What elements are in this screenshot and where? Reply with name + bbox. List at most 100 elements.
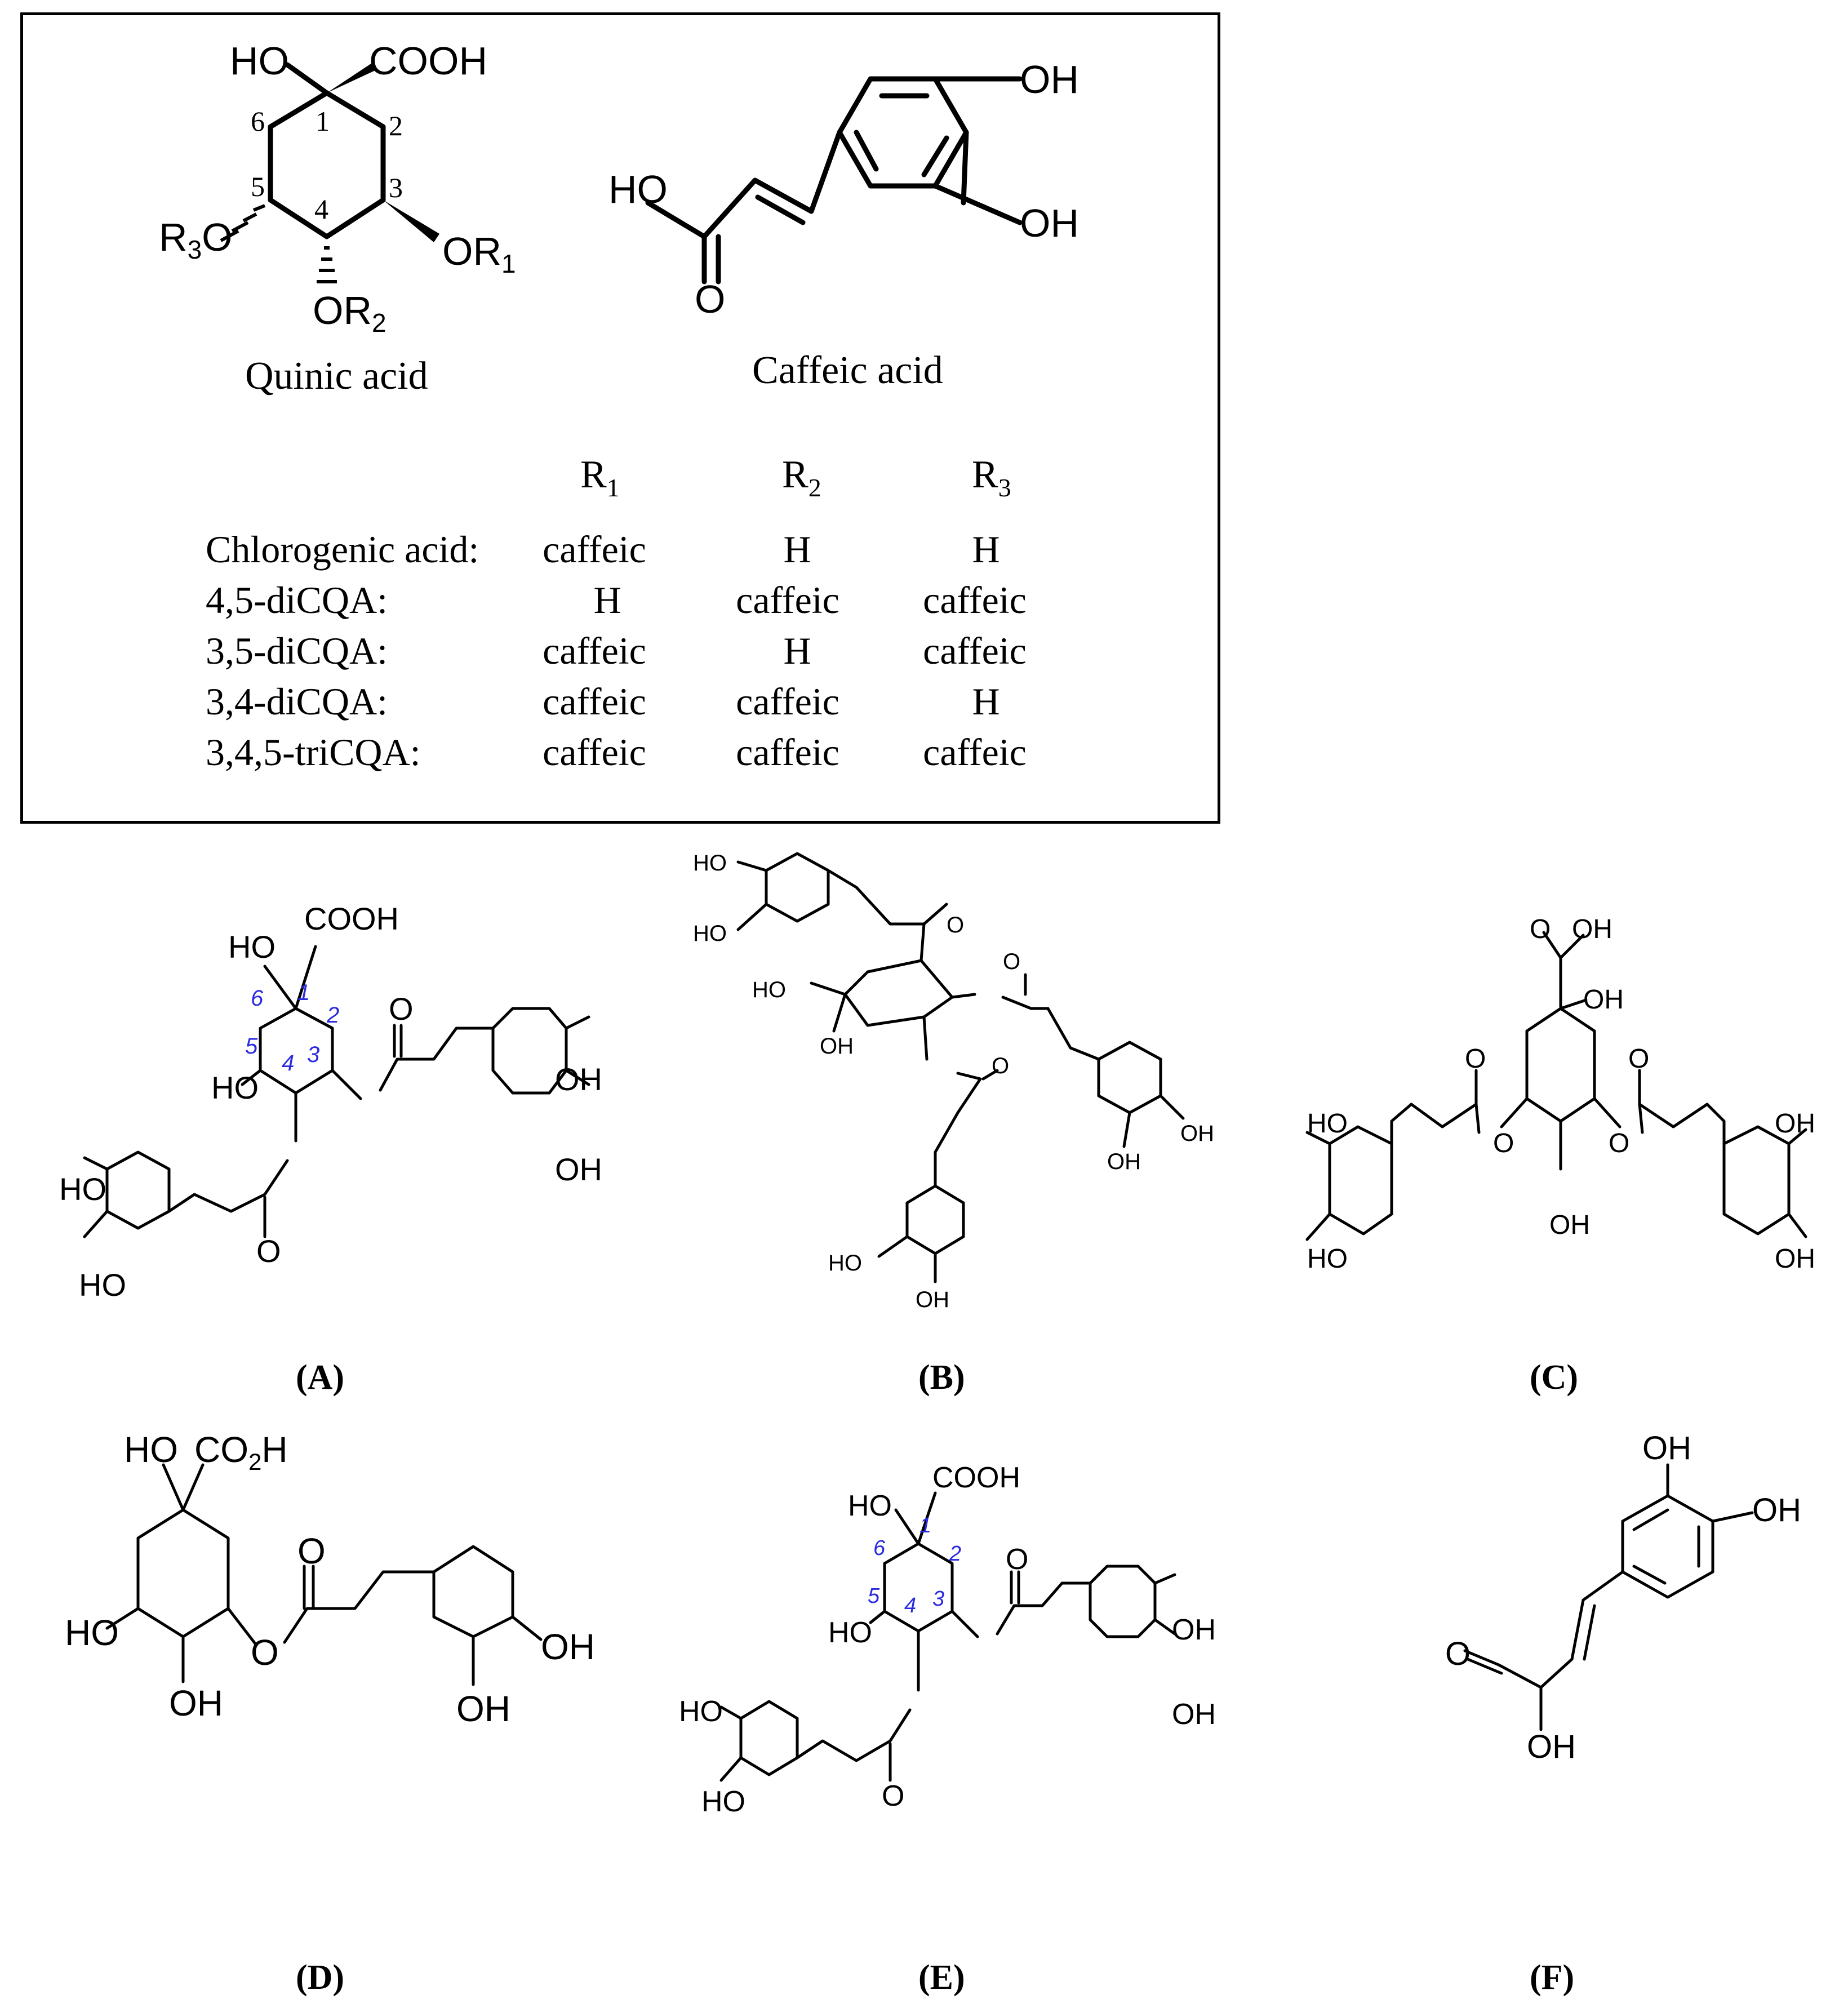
panel-d-oh-1: OH <box>541 1627 595 1667</box>
panel-e-ho-c5: HO <box>828 1616 872 1649</box>
row-label: 3,5-diCQA: <box>206 629 388 672</box>
panel-c-o-right: O <box>1628 1044 1649 1074</box>
row-label: Chlorogenic acid: <box>206 528 479 571</box>
panel-d-co2h: CO2H <box>194 1429 288 1475</box>
panel-c-structure: O OH OH O O O O OH HO HO OH OH (C) <box>1305 914 1815 1397</box>
or2-label: OR2 <box>313 288 387 337</box>
panel-e-oh-2: OH <box>1172 1698 1216 1731</box>
row-r1: H <box>593 579 621 621</box>
caffeic-ho: HO <box>608 167 668 211</box>
quinic-acid-name: Quinic acid <box>245 354 428 398</box>
row-r1: caffeic <box>543 629 646 672</box>
panel-a-o-carbonyl-2: O <box>256 1233 281 1269</box>
caffeic-acid-name: Caffeic acid <box>752 349 943 392</box>
panel-b-o-3: O <box>992 1054 1009 1078</box>
panel-d-o-ester: O <box>251 1632 279 1673</box>
panel-c-oh-1: OH <box>1775 1109 1815 1139</box>
row-r1: caffeic <box>543 528 646 571</box>
panel-d-o-carbonyl: O <box>297 1531 326 1571</box>
panel-b-ho-3: HO <box>752 977 786 1002</box>
panel-b-o-2: O <box>1003 949 1020 974</box>
locant-5: 5 <box>251 171 265 202</box>
panel-a-ho-top: HO <box>228 929 276 965</box>
row-label: 4,5-diCQA: <box>206 579 388 621</box>
structure-legend-box <box>20 12 1220 824</box>
panel-c-o-left: O <box>1465 1044 1486 1074</box>
panel-d-oh-c4: OH <box>169 1683 223 1723</box>
panel-c-ho-1: HO <box>1307 1109 1348 1139</box>
panel-f-oh-top: OH <box>1642 1430 1691 1467</box>
panel-b-structure: HO HO O O HO OH OH OH O HO OH (B) <box>693 851 1214 1397</box>
or1-label: OR1 <box>442 229 516 278</box>
panel-d-oh-2: OH <box>456 1688 510 1729</box>
row-r3: caffeic <box>923 579 1027 621</box>
row-r2: H <box>783 629 811 672</box>
panel-b-label: (B) <box>918 1358 965 1397</box>
panel-b-oh-4: OH <box>916 1287 949 1312</box>
panel-d-ho: HO <box>124 1429 178 1470</box>
table-row: 4,5-diCQA: H caffeic caffeic <box>206 579 1027 621</box>
locant-1: 1 <box>316 105 330 137</box>
panel-c-oh-c1: OH <box>1583 985 1624 1015</box>
panel-d-structure: HO CO2H HO OH O O OH OH (D) <box>65 1429 595 1997</box>
panel-a-locant-1: 1 <box>297 980 310 1005</box>
table-row: Chlorogenic acid: caffeic H H <box>206 528 1000 571</box>
panel-f-o-carbonyl: O <box>1445 1636 1471 1672</box>
locant-2: 2 <box>389 110 403 141</box>
panel-a-ho-1: HO <box>59 1171 106 1207</box>
panel-a-oh-2: OH <box>555 1152 602 1187</box>
panel-c-oh-2: OH <box>1775 1244 1815 1274</box>
row-r2: caffeic <box>736 680 839 723</box>
panel-b-o-1: O <box>947 913 964 937</box>
table-header-r2: R2 <box>782 453 821 502</box>
row-r1: caffeic <box>543 680 646 723</box>
panel-a-cooh: COOH <box>304 901 399 936</box>
panel-b-oh-1: OH <box>820 1034 854 1059</box>
panel-e-label: (E) <box>918 1958 965 1997</box>
panel-b-ho-4: HO <box>828 1251 862 1276</box>
panel-f-oh-acid: OH <box>1527 1728 1576 1765</box>
panel-f-oh-right: OH <box>1752 1492 1801 1528</box>
panel-e-locant-2: 2 <box>949 1542 961 1566</box>
locant-3: 3 <box>389 172 403 203</box>
table-row: 3,4,5-triCQA: caffeic caffeic caffeic <box>206 731 1027 774</box>
panel-a-locant-5: 5 <box>245 1034 258 1059</box>
row-label: 3,4-diCQA: <box>206 680 388 723</box>
row-r2: caffeic <box>736 731 839 774</box>
quinic-cooh-label: COOH <box>369 39 487 83</box>
panel-a-ho-2: HO <box>79 1267 126 1303</box>
panel-e-structure: COOH HO HO OH OH HO HO O O 1 2 3 4 5 6 (… <box>679 1461 1216 1997</box>
row-r3: H <box>972 680 999 723</box>
caffeic-carbonyl-o: O <box>695 277 725 321</box>
panel-e-ho-1: HO <box>679 1695 723 1728</box>
panel-d-label: (D) <box>296 1958 344 1997</box>
panel-a-locant-4: 4 <box>282 1051 294 1076</box>
caffeic-acid-structure: OH OH HO O Caffeic acid <box>608 57 1079 392</box>
panel-c-oh-top: OH <box>1572 914 1612 944</box>
panel-a-o-carbonyl: O <box>389 991 414 1027</box>
panel-c-o-ester-l: O <box>1493 1128 1514 1158</box>
panel-a-locant-3: 3 <box>307 1042 319 1067</box>
r3o-label: R3O <box>159 215 233 264</box>
panel-e-o-carbonyl: O <box>1006 1543 1028 1576</box>
panel-c-ho-2: HO <box>1307 1244 1348 1274</box>
panel-e-ho-top: HO <box>848 1490 892 1522</box>
panel-e-ho-2: HO <box>701 1785 745 1818</box>
panel-e-locant-5: 5 <box>868 1584 880 1608</box>
panel-e-locant-3: 3 <box>932 1587 944 1611</box>
table-row: 3,5-diCQA: caffeic H caffeic <box>206 629 1027 672</box>
quinic-ho-label: HO <box>230 39 289 83</box>
row-r2: H <box>783 528 811 571</box>
panel-b-ho-1: HO <box>693 851 727 876</box>
row-r3: H <box>972 528 999 571</box>
row-label: 3,4,5-triCQA: <box>206 731 421 774</box>
panel-a-ho-c5: HO <box>211 1070 259 1105</box>
table-header-r3: R3 <box>972 453 1011 502</box>
panel-a-locant-6: 6 <box>251 986 264 1011</box>
panel-f-label: (F) <box>1530 1958 1574 1997</box>
panel-d-ho-c5: HO <box>65 1612 119 1653</box>
locant-6: 6 <box>251 105 265 137</box>
quinic-acid-structure: HO COOH 1 2 3 4 5 6 R3O OR1 OR2 Quinic a… <box>159 39 516 398</box>
panel-e-cooh: COOH <box>932 1461 1020 1494</box>
panel-a-label: (A) <box>296 1358 344 1397</box>
